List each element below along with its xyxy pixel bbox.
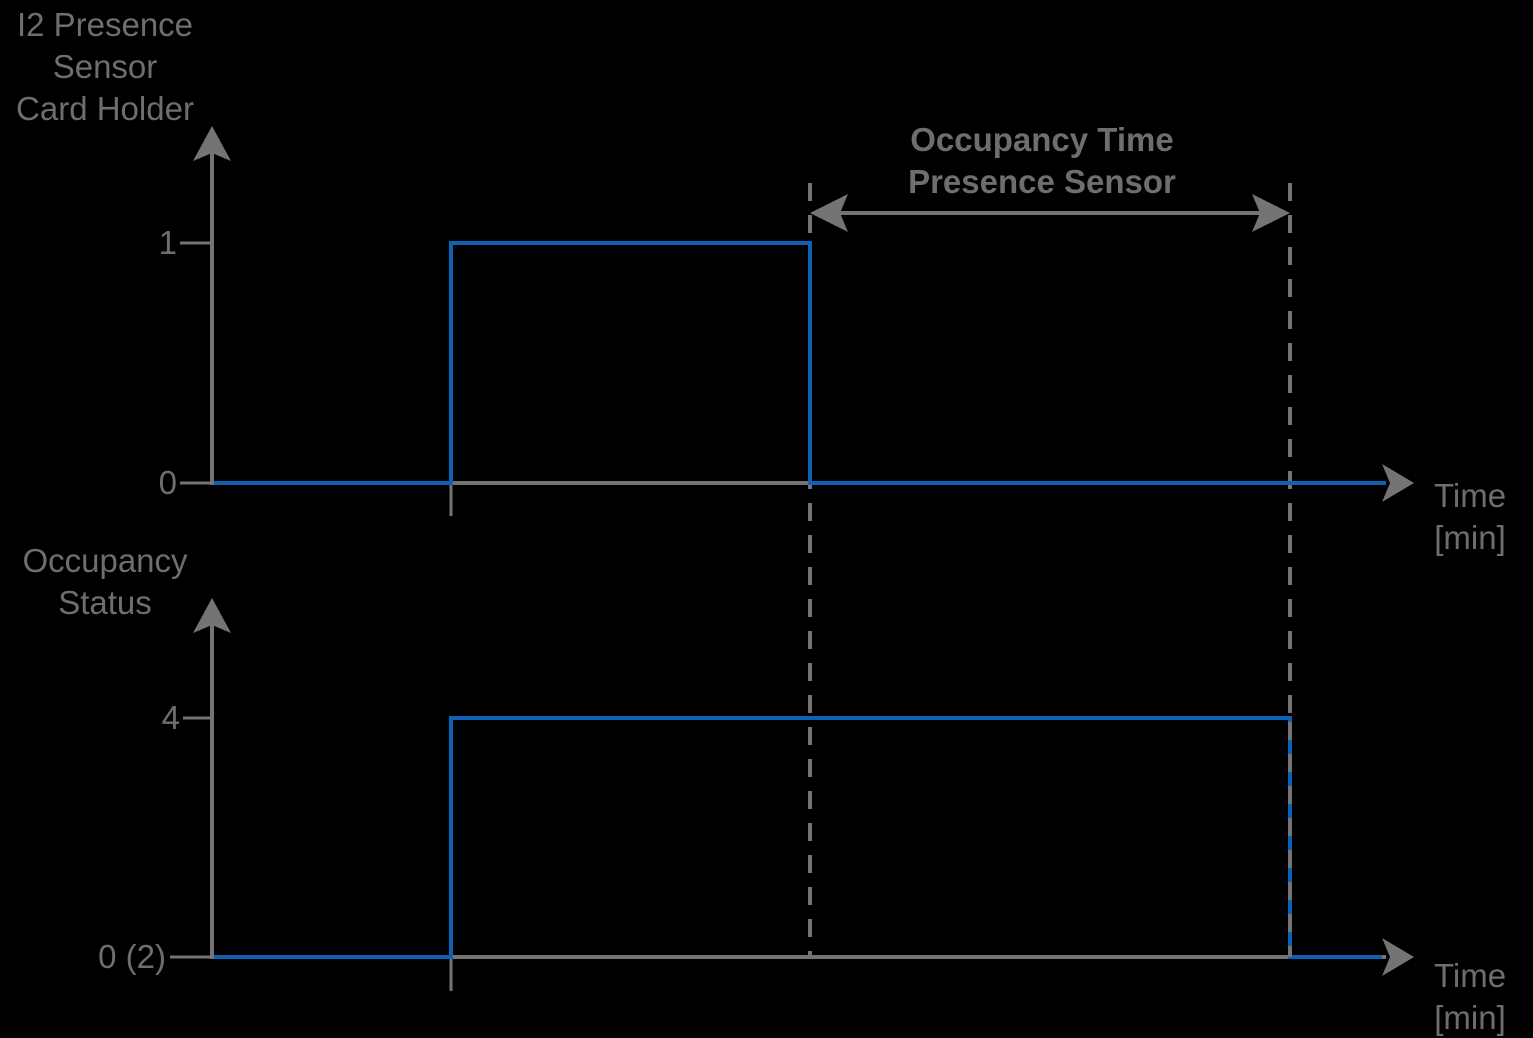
bottom-x-axis-title-line2: [min] bbox=[1434, 999, 1506, 1036]
bottom-chart: 4 0 (2) Occupancy Status Time [min] bbox=[22, 542, 1506, 1036]
top-tick-0-label: 0 bbox=[159, 464, 177, 501]
bottom-y-axis-title-line1: Occupancy bbox=[22, 542, 188, 579]
top-tick-1-label: 1 bbox=[159, 224, 177, 261]
top-x-axis-title-line2: [min] bbox=[1434, 519, 1506, 556]
bottom-x-axis-title-line1: Time bbox=[1434, 957, 1506, 994]
top-y-axis-arrowhead-icon bbox=[193, 126, 231, 161]
top-signal-step-line bbox=[214, 241, 1386, 485]
occupancy-time-annotation: Occupancy Time Presence Sensor bbox=[810, 121, 1290, 232]
occupancy-span-arrowhead-left-icon bbox=[810, 194, 848, 232]
bottom-y-axis-arrowhead-icon bbox=[193, 598, 231, 633]
bottom-tick-0-label: 0 (2) bbox=[98, 938, 166, 975]
top-chart: 1 0 I2 Presence Sensor Card Holder Time … bbox=[16, 6, 1506, 556]
top-y-axis-title-line1: I2 Presence bbox=[17, 6, 193, 43]
bottom-signal-step-line bbox=[214, 716, 1382, 959]
bottom-y-axis-title-line2: Status bbox=[58, 584, 152, 621]
top-x-axis-title-line1: Time bbox=[1434, 477, 1506, 514]
occupancy-span-arrowhead-right-icon bbox=[1252, 194, 1290, 232]
annotation-title-line2: Presence Sensor bbox=[908, 163, 1176, 200]
top-y-axis-title-line2: Sensor bbox=[53, 48, 158, 85]
top-y-axis-title-line3: Card Holder bbox=[16, 90, 194, 127]
annotation-title-line1: Occupancy Time bbox=[910, 121, 1174, 158]
top-x-axis-arrowhead-icon bbox=[1382, 464, 1414, 502]
bottom-tick-4-label: 4 bbox=[162, 699, 180, 736]
bottom-x-axis-arrowhead-icon bbox=[1382, 938, 1414, 976]
